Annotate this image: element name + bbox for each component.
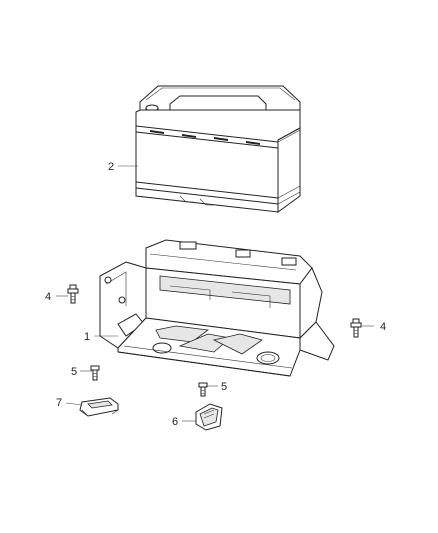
battery: [135, 85, 301, 213]
callout-4-bolt-left: 4: [45, 291, 51, 303]
screw-right: [198, 382, 208, 397]
callout-2-battery: 2: [108, 161, 114, 173]
callout-5-screw-left: 5: [71, 366, 77, 378]
callout-4-bolt-right: 4: [380, 321, 386, 333]
leader-lines: [56, 165, 374, 422]
callout-5-screw-right: 5: [221, 381, 227, 393]
bolt-left: [67, 284, 79, 304]
callout-7-clip: 7: [56, 397, 62, 409]
callout-1-tray: 1: [84, 331, 90, 343]
battery-tray: [99, 239, 335, 377]
bracket: [195, 403, 223, 431]
bolt-right: [350, 318, 362, 338]
callout-6-bracket: 6: [172, 416, 178, 428]
clip: [79, 397, 119, 417]
screw-left: [90, 365, 100, 381]
